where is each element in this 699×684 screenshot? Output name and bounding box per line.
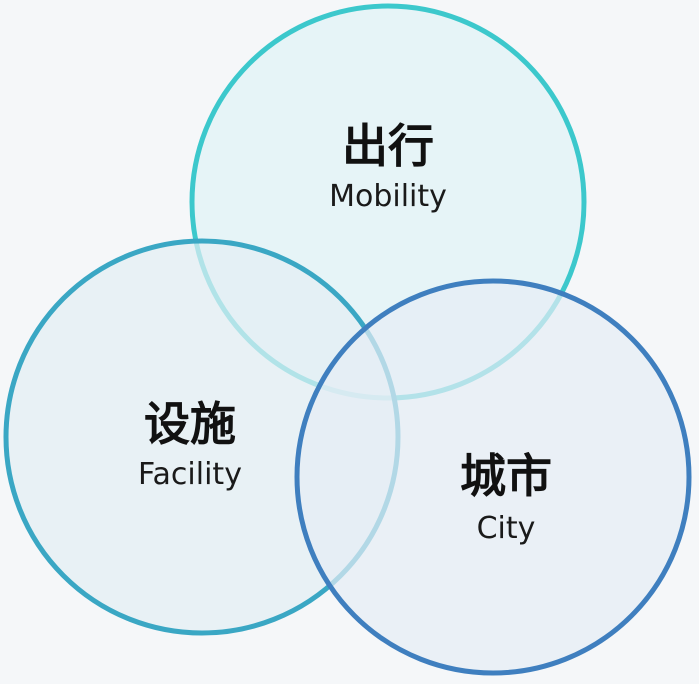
label-city-zh: 城市 xyxy=(460,449,552,503)
label-mobility-en: Mobility xyxy=(329,179,447,214)
label-facility-en: Facility xyxy=(138,457,242,492)
circle-city xyxy=(294,278,692,676)
label-mobility-zh: 出行 xyxy=(342,119,434,173)
label-facility-zh: 设施 xyxy=(144,397,236,451)
label-city-en: City xyxy=(477,511,536,546)
